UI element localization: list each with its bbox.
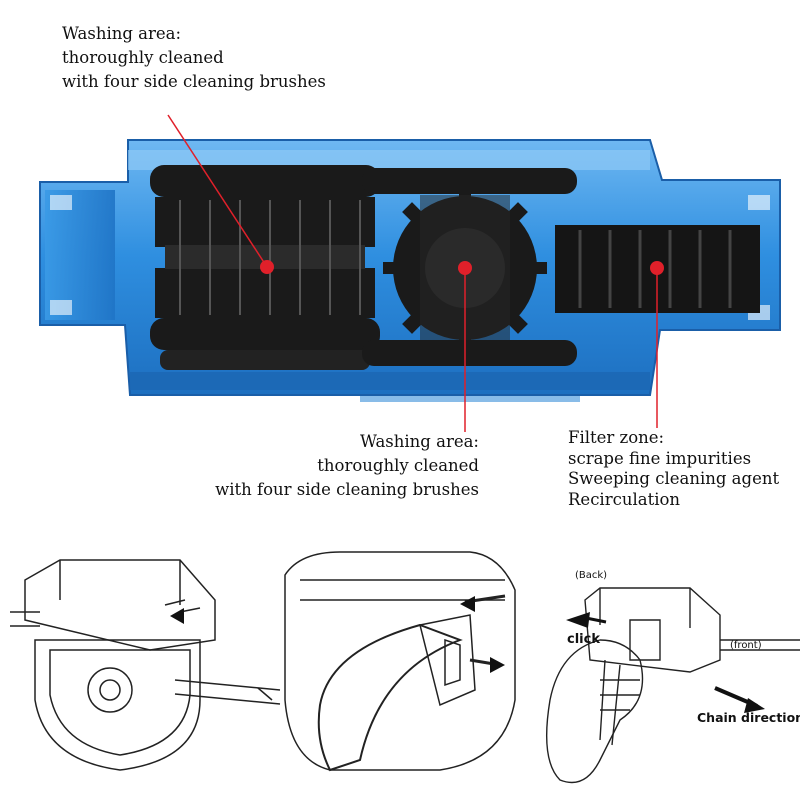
usage-sketch-click — [546, 587, 800, 784]
left-brush-pair — [150, 165, 380, 370]
callout-washing-area-middle: Washing area: thoroughly cleaned with fo… — [205, 430, 479, 502]
callout-filter-zone: Filter zone: scrape fine impurities Swee… — [568, 428, 779, 511]
callout-top-line1: Washing area: — [62, 24, 182, 43]
callout-markers — [167, 114, 664, 432]
callout-filter-line3: Sweeping cleaning agent — [568, 469, 780, 489]
usage-sketch-handle — [284, 551, 516, 772]
callout-filter-line4: Recirculation — [568, 489, 681, 509]
callout-middle-line3: with four side cleaning brushes — [215, 479, 479, 499]
label-chain-direction: Chain direction — [697, 710, 800, 725]
usage-sketch-open — [10, 559, 281, 771]
center-gear-brush — [362, 168, 577, 366]
callout-top-line3: with four side cleaning brushes — [62, 71, 326, 91]
direction-arrows — [566, 612, 765, 713]
label-back: (Back) — [575, 570, 608, 581]
callout-middle-line2: thoroughly cleaned — [317, 455, 479, 475]
label-front: (front) — [730, 640, 762, 651]
callout-filter-line2: scrape fine impurities — [568, 448, 752, 468]
callout-filter-line1: Filter zone: — [568, 428, 665, 447]
callout-middle-line1: Washing area: — [359, 432, 479, 451]
callout-washing-area-top: Washing area: thoroughly cleaned with fo… — [62, 22, 326, 94]
callout-top-line2: thoroughly cleaned — [62, 47, 224, 67]
label-click: click — [567, 632, 600, 647]
sketch-arrows — [170, 596, 505, 673]
